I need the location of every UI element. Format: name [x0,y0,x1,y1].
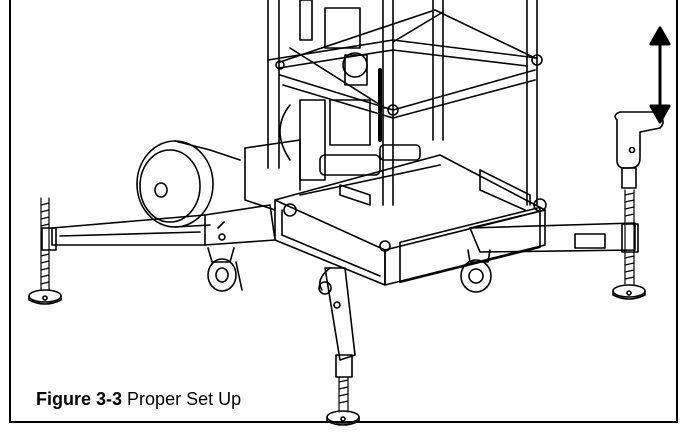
right-caster [460,249,492,293]
figure-number: Figure 3-3 [36,389,123,409]
front-outrigger [318,267,360,426]
transport-wheel [136,140,241,228]
up-down-arrow-icon [649,26,671,124]
left-caster [207,247,243,292]
figure-border [9,0,678,423]
left-outrigger [28,197,276,305]
crank-handle [614,111,664,169]
figure-caption-text: Proper Set Up [127,389,242,409]
figure-caption: Figure 3-3 Proper Set Up [36,389,241,410]
right-outrigger [469,111,664,300]
base-platform [244,139,547,286]
mast-frame [267,0,543,206]
